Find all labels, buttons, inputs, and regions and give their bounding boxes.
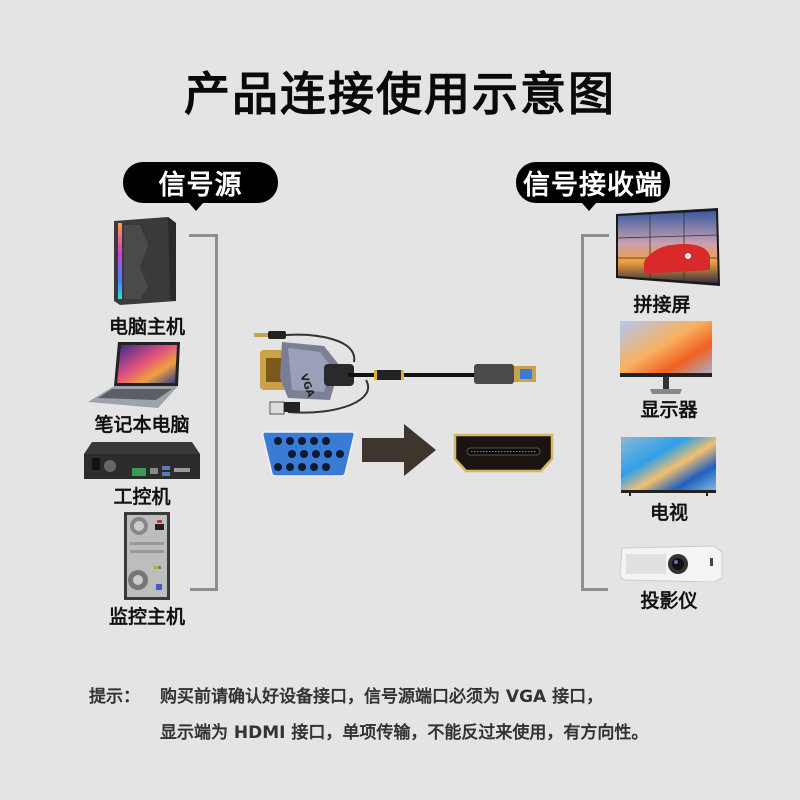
source-bracket-bottom — [190, 588, 218, 591]
vga-to-hdmi-cable-icon: VGA — [248, 328, 548, 418]
desktop-tower-icon — [110, 215, 178, 307]
receiver-bracket-vertical — [581, 234, 584, 591]
receiver-label-tv: 电视 — [649, 502, 688, 524]
projector-icon — [618, 544, 724, 583]
notes-prefix: 提示： — [89, 687, 140, 707]
receiver-bracket-bottom — [581, 588, 608, 591]
industrial-pc-icon — [84, 442, 200, 479]
receiver-label-video-wall: 拼接屏 — [633, 294, 691, 316]
receiver-label-projector: 投影仪 — [640, 590, 698, 612]
source-badge: 信号源 — [123, 162, 278, 211]
monitor-icon — [620, 321, 712, 395]
source-label-desktop: 电脑主机 — [108, 316, 185, 338]
video-wall-icon — [614, 208, 722, 286]
notes-line-1: 购买前请确认好设备接口，信号源端口必须为 VGA 接口， — [160, 687, 604, 707]
receiver-label-monitor: 显示器 — [640, 399, 698, 421]
receiver-bracket-top — [581, 234, 609, 237]
source-bracket-top — [189, 234, 218, 237]
notes-line-2: 显示端为 HDMI 接口，单项传输，不能反过来使用，有方向性。 — [160, 723, 649, 743]
source-bracket-vertical — [215, 234, 218, 591]
source-label-laptop: 笔记本电脑 — [94, 414, 190, 436]
hdmi-port-icon — [453, 433, 554, 473]
laptop-icon — [88, 340, 183, 410]
tv-icon — [621, 437, 716, 497]
receiver-badge: 信号接收端 — [516, 162, 670, 211]
vga-port-icon — [261, 430, 356, 478]
arrow-right-icon — [362, 424, 436, 476]
source-label-surveillance: 监控主机 — [108, 606, 185, 628]
surveillance-host-icon — [124, 512, 170, 600]
source-label-industrial-pc: 工控机 — [113, 486, 171, 508]
page-title: 产品连接使用示意图 — [184, 67, 616, 121]
